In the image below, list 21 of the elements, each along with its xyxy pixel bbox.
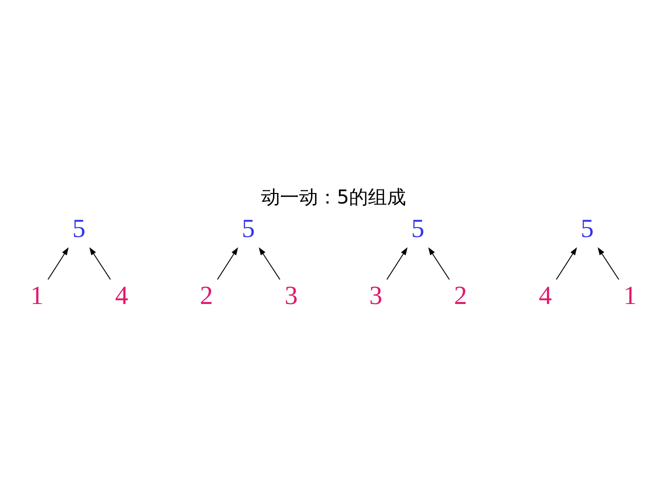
node-text: 5 xyxy=(242,214,255,243)
arrow xyxy=(217,247,238,280)
arrow xyxy=(386,247,408,280)
node-text: 5 xyxy=(580,214,594,243)
node-text: 5 xyxy=(72,214,86,243)
node-text: 1 xyxy=(623,281,637,310)
arrow xyxy=(598,247,620,280)
node-text: 2 xyxy=(200,281,213,310)
node-text: 3 xyxy=(369,281,382,310)
node-text: 4 xyxy=(115,281,128,310)
diagram-title: 动一动：5的组成 xyxy=(260,185,406,208)
arrow xyxy=(89,247,111,280)
node-text: 4 xyxy=(538,281,552,310)
arrow xyxy=(258,247,280,280)
arrow xyxy=(428,247,450,280)
node-text: 3 xyxy=(284,281,298,310)
node-text: 2 xyxy=(454,281,468,310)
arrow xyxy=(556,247,577,280)
node-text: 5 xyxy=(411,214,424,243)
arrow xyxy=(48,247,69,280)
node-text: 1 xyxy=(30,281,44,310)
